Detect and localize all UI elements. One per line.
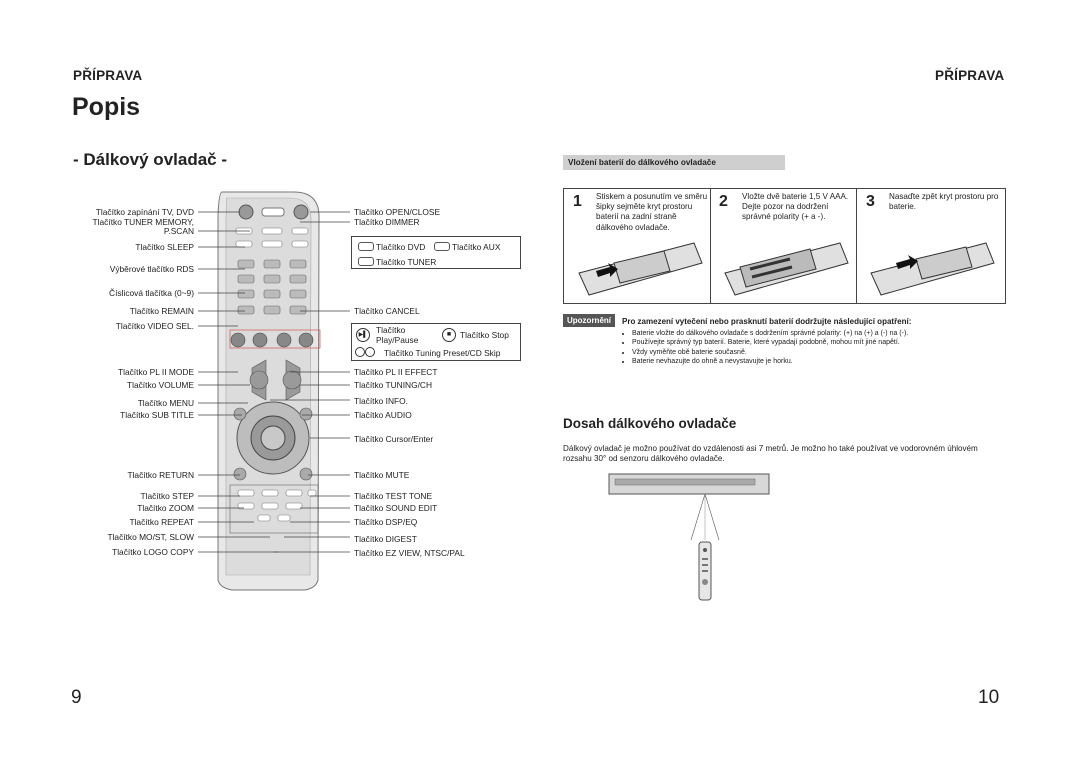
label-test-tone: Tlačítko TEST TONE	[354, 491, 433, 501]
playback-buttons-box: ▶▌ Tlačítko Play/Pause ■ Tlačítko Stop T…	[351, 323, 521, 361]
label-digits: Číslicová tlačítka (0~9)	[109, 288, 194, 298]
warning-item: Baterie nevhazujte do ohně a nevystavujt…	[632, 357, 1012, 366]
skip-back-icon	[355, 347, 365, 357]
label-volume: Tlačítko VOLUME	[126, 380, 194, 390]
label-rds: Výběrové tlačítko RDS	[109, 264, 194, 274]
label-power-tv-dvd: Tlačítko zapínání TV, DVD	[95, 207, 194, 217]
page-title: Popis	[72, 93, 141, 121]
aux-button-icon	[434, 242, 450, 251]
step-3-text: Nasaďte zpět kryt prostoru pro baterie.	[889, 192, 999, 212]
play-label-1: Tlačítko	[376, 325, 406, 335]
label-zoom: Tlačítko ZOOM	[137, 503, 194, 513]
label-digest: Tlačítko DIGEST	[354, 534, 417, 544]
label-repeat: Tlačítko REPEAT	[129, 517, 194, 527]
battery-steps-box: 1 Stiskem a posunutím ve směru šipky sej…	[563, 188, 1006, 304]
tuner-button-icon	[358, 257, 374, 266]
label-menu: Tlačítko MENU	[137, 398, 194, 408]
label-cancel: Tlačítko CANCEL	[354, 306, 420, 316]
source-buttons-box: Tlačítko DVD Tlačítko AUX Tlačítko TUNER	[351, 236, 521, 269]
step-1-number: 1	[573, 193, 582, 210]
label-remain: Tlačítko REMAIN	[129, 306, 194, 316]
play-pause-icon: ▶▌	[356, 328, 370, 342]
battery-section-title: Vložení baterií do dálkového ovladače	[563, 155, 785, 170]
label-return: Tlačítko RETURN	[127, 470, 194, 480]
dvd-button-label: Tlačítko DVD	[376, 242, 426, 252]
callout-lines	[198, 211, 350, 553]
step-3-image	[870, 242, 995, 296]
warning-item: Vždy vyměňte obě baterie současně.	[632, 348, 1012, 357]
label-info: Tlačítko INFO.	[354, 396, 408, 406]
label-audio: Tlačítko AUDIO	[354, 410, 412, 420]
warning-heading: Pro zamezení vytečení nebo prasknutí bat…	[622, 317, 912, 326]
left-page-number: 9	[71, 687, 82, 708]
label-logo-copy: Tlačítko LOGO COPY	[112, 547, 194, 557]
label-tuner-memory: Tlačítko TUNER MEMORY,	[92, 217, 194, 227]
warning-tag: Upozornění	[563, 314, 615, 327]
stop-label: Tlačítko Stop	[460, 330, 509, 340]
skip-label: Tlačítko Tuning Preset/CD Skip	[384, 348, 501, 358]
warning-list: Baterie vložte do dálkového ovladače s d…	[622, 329, 1012, 366]
range-diagram-image	[608, 473, 770, 601]
left-header: PŘÍPRAVA	[73, 68, 143, 83]
dvd-button-icon	[358, 242, 374, 251]
range-text: Dálkový ovladač je možno používat do vzd…	[563, 444, 978, 464]
label-sleep: Tlačítko SLEEP	[135, 242, 194, 252]
label-open-close: Tlačítko OPEN/CLOSE	[354, 207, 441, 217]
label-dsp-eq: Tlačítko DSP/EQ	[354, 517, 418, 527]
warning-item: Baterie vložte do dálkového ovladače s d…	[632, 329, 1012, 338]
label-mo-st: Tlačítko MO/ST, SLOW	[107, 532, 194, 542]
label-pscan: P.SCAN	[163, 226, 194, 236]
section-subtitle: - Dálkový ovladač -	[73, 150, 228, 169]
label-pl2-mode: Tlačítko PL II MODE	[117, 367, 194, 377]
range-title: Dosah dálkového ovladače	[563, 416, 737, 431]
step-2-image	[724, 242, 849, 296]
step-1-image	[578, 242, 703, 296]
label-tuning-ch: Tlačítko TUNING/CH	[354, 380, 433, 390]
label-dimmer: Tlačítko DIMMER	[354, 217, 420, 227]
step-2-text: Vložte dvě baterie 1,5 V AAA. Dejte pozo…	[742, 192, 849, 222]
label-ez-view: Tlačítko EZ VIEW, NTSC/PAL	[354, 548, 465, 558]
label-pl2-effect: Tlačítko PL II EFFECT	[354, 367, 438, 377]
right-page-number: 10	[978, 687, 1000, 708]
label-step: Tlačítko STEP	[140, 491, 194, 501]
warning-item: Používejte správný typ baterií. Baterie,…	[632, 338, 1012, 347]
right-header: PŘÍPRAVA	[935, 68, 1005, 83]
stop-icon: ■	[442, 328, 456, 342]
remote-control-image	[217, 191, 321, 591]
play-label-2: Play/Pause	[376, 335, 419, 345]
label-video-sel: Tlačítko VIDEO SEL.	[115, 321, 194, 331]
step-2-number: 2	[719, 193, 728, 210]
label-subtitle: Tlačítko SUB TITLE	[120, 410, 194, 420]
step-3-number: 3	[866, 193, 875, 210]
skip-forward-icon	[365, 347, 375, 357]
step-1-text: Stiskem a posunutím ve směru šipky sejmě…	[596, 192, 708, 232]
label-mute: Tlačítko MUTE	[354, 470, 410, 480]
tuner-button-label: Tlačítko TUNER	[376, 257, 437, 267]
aux-button-label: Tlačítko AUX	[452, 242, 501, 252]
label-sound-edit: Tlačítko SOUND EDIT	[354, 503, 438, 513]
label-cursor-enter: Tlačítko Cursor/Enter	[354, 434, 434, 444]
